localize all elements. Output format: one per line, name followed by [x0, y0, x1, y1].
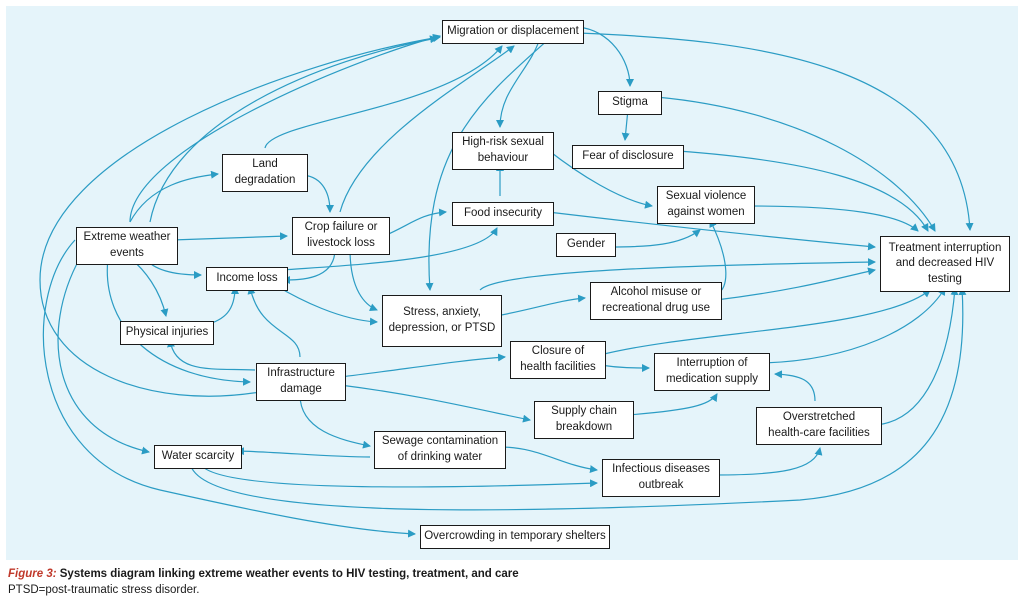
node-infrastructure: Infrastructure damage — [256, 363, 346, 401]
diagram-edges — [39, 26, 974, 538]
edge-ew-crop — [171, 232, 288, 241]
edge-stress-alcohol — [495, 294, 586, 317]
node-high-risk-sexual: High-risk sexual behaviour — [452, 132, 554, 170]
node-gender: Gender — [556, 233, 616, 257]
node-land-degradation: Land degradation — [222, 154, 308, 192]
edge-sewage-water — [236, 447, 371, 458]
edge-gender-violence — [609, 229, 701, 248]
node-interruption-medication: Interruption of medication supply — [654, 353, 770, 391]
edge-crop-food — [383, 208, 447, 237]
node-fear-disclosure: Fear of disclosure — [572, 145, 684, 169]
edge-overstretched-treatment — [875, 287, 959, 426]
edge-ew-migration-2 — [129, 33, 441, 223]
node-extreme-weather: Extreme weather events — [76, 227, 178, 265]
figure-label: Figure 3: — [8, 568, 57, 580]
edge-closure-treatment — [599, 289, 931, 356]
edge-stress-treatment — [479, 258, 876, 291]
node-stress: Stress, anxiety, depression, or PTSD — [382, 295, 502, 347]
node-crop-failure: Crop failure or livestock loss — [292, 217, 390, 255]
edge-violence-treatment — [748, 205, 919, 232]
caption-title-line: Figure 3: Systems diagram linking extrem… — [8, 566, 1008, 582]
edge-migration-stigma — [577, 26, 634, 87]
edge-migration-treatment — [577, 32, 974, 231]
node-physical-injuries: Physical injuries — [120, 321, 214, 345]
edge-income-food — [281, 227, 498, 271]
edge-water-infectious — [199, 462, 598, 488]
node-migration: Migration or displacement — [442, 20, 584, 44]
node-overstretched: Overstretched health-care facilities — [756, 407, 882, 445]
edge-infra-sewage — [299, 394, 371, 449]
edge-infectious-overstretched — [713, 447, 823, 476]
edge-crop-income — [282, 248, 336, 284]
node-food-insecurity: Food insecurity — [452, 202, 554, 226]
edge-crop-stress — [349, 248, 378, 311]
figure-caption: Figure 3: Systems diagram linking extrem… — [8, 566, 1008, 598]
edge-infra-physical — [167, 339, 256, 371]
edge-land-migration — [264, 45, 503, 149]
edge-ew-infra — [106, 257, 251, 386]
edge-infra-migration — [39, 34, 441, 397]
node-overcrowding: Overcrowding in temporary shelters — [420, 525, 610, 549]
caption-footnote: PTSD=post-traumatic stress disorder. — [8, 584, 200, 597]
edge-ew-water — [57, 257, 150, 455]
edge-highrisk-violence — [547, 149, 653, 209]
edge-closure-medication — [599, 363, 650, 372]
node-alcohol: Alcohol misuse or recreational drug use — [590, 282, 722, 320]
node-sexual-violence: Sexual violence against women — [657, 186, 755, 224]
figure-panel: Migration or displacement Stigma High-ri… — [6, 6, 1018, 560]
node-infectious: Infectious diseases outbreak — [602, 459, 720, 497]
figure-title: Systems diagram linking extreme weather … — [59, 568, 519, 580]
edge-crop-migration — [339, 45, 515, 213]
edge-migration-highrisk — [496, 37, 541, 128]
edge-food-treatment — [547, 211, 876, 251]
edge-water-treatment — [189, 287, 967, 511]
edge-infra-supply — [339, 384, 531, 423]
edge-alcohol-treatment — [715, 267, 876, 301]
node-treatment-interruption: Treatment interruption and decreased HIV… — [880, 236, 1010, 292]
node-supply-chain: Supply chain breakdown — [534, 401, 634, 439]
edge-fear-treatment — [677, 150, 929, 232]
edge-ew-land — [129, 170, 219, 223]
node-water-scarcity: Water scarcity — [154, 445, 242, 469]
node-closure-health: Closure of health facilities — [510, 341, 606, 379]
edge-ew-migration — [149, 35, 438, 223]
edge-sewage-infectious — [499, 446, 598, 474]
edge-supply-medication — [627, 393, 718, 416]
edge-stigma-treatment — [655, 96, 936, 232]
node-income-loss: Income loss — [206, 267, 288, 291]
edge-infra-closure — [339, 353, 506, 378]
edge-overstretched-medication — [774, 370, 816, 402]
edge-physical-income — [204, 286, 239, 326]
node-sewage: Sewage contamination of drinking water — [374, 431, 506, 469]
edge-infra-income — [247, 286, 301, 358]
edge-medication-treatment — [763, 287, 946, 364]
edge-ew-physical — [129, 257, 169, 317]
edge-income-stress — [274, 284, 378, 326]
node-stigma: Stigma — [598, 91, 662, 115]
